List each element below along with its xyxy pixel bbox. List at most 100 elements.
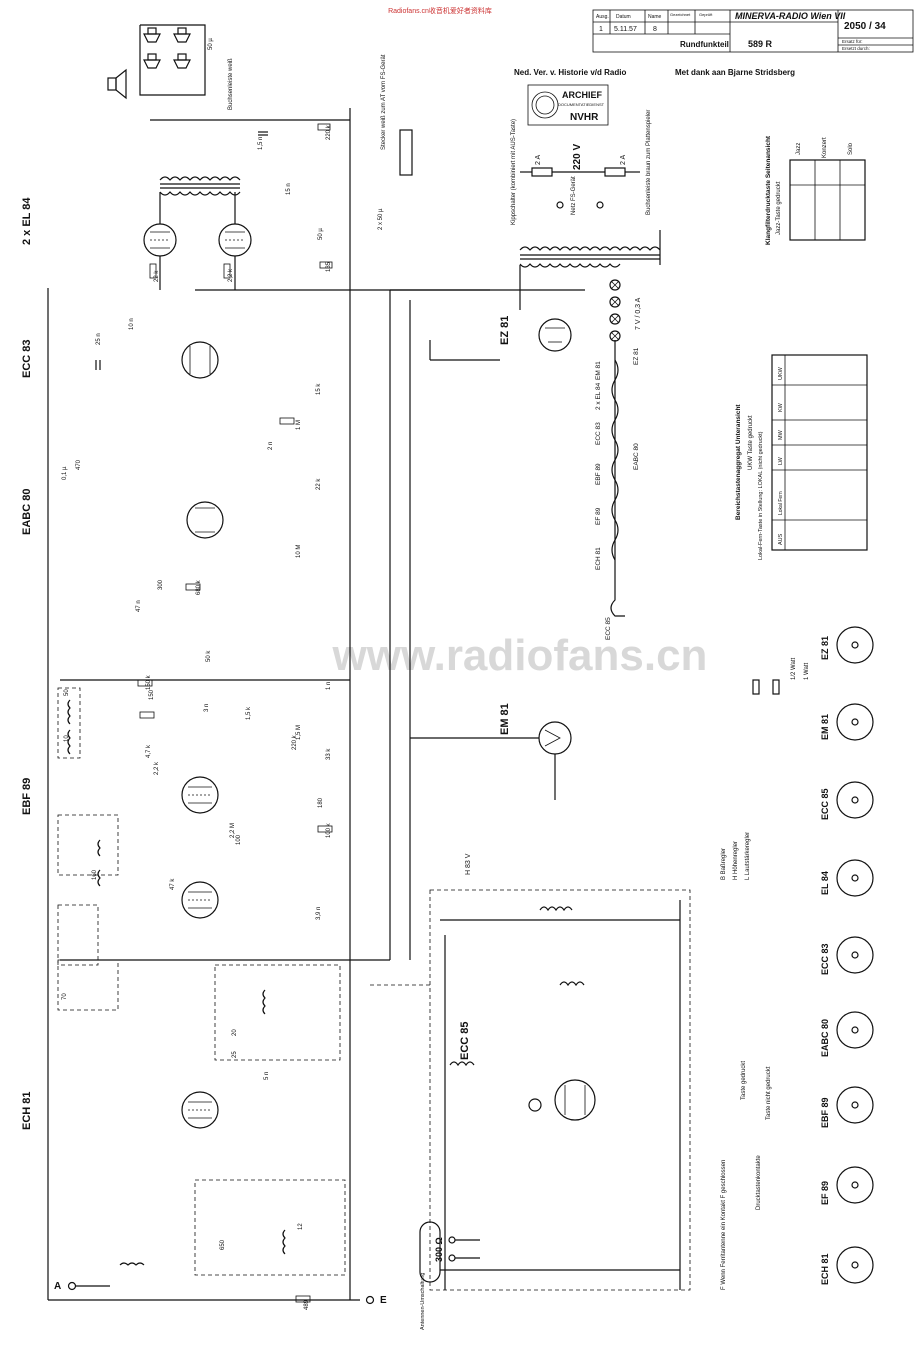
- tube-ez81: [538, 318, 572, 352]
- watt-half: 1/2 Watt: [791, 658, 797, 680]
- header-cell-datum: Datum: [616, 14, 631, 20]
- mains-fuse-right: 2 A: [620, 155, 627, 165]
- output-transformer: [159, 176, 241, 196]
- comp-22k: 22 k: [316, 478, 322, 490]
- stamp-title: ARCHIEF: [562, 90, 603, 100]
- range-legend-sub: UKW Taste gedruckt: [748, 415, 754, 470]
- power-supply: Kippschalter (kombiniert mit AUS-Taste) …: [511, 110, 661, 617]
- tube-ef89: [181, 881, 219, 919]
- plattenspieler-note: Buchsenleiste braun zum Plattenspieler: [646, 110, 652, 215]
- socket-pinouts: EZ 81 EM 81 ECC 85 EL 84 ECC 83 EABC 80: [820, 626, 874, 1285]
- range-key-ukw: UKW: [778, 366, 784, 380]
- comp-20: 20: [232, 1029, 238, 1036]
- ht-label: H 83 V: [465, 853, 472, 875]
- comp-300: 300: [158, 579, 164, 590]
- heater-rating: 7 V / 0,3 A: [635, 297, 642, 330]
- interconnects: [370, 230, 661, 986]
- comp-100k: 100 k: [326, 822, 332, 838]
- socket-ef89: EF 89: [820, 1166, 874, 1205]
- comp-2-2M: 2,2 M: [230, 823, 236, 838]
- header-cell-name: Name: [648, 14, 662, 20]
- archive-thanks: Met dank aan Bjarne Stridsberg: [675, 68, 795, 77]
- comp-10n: 10 n: [129, 318, 135, 330]
- comp-25: 25: [232, 1051, 238, 1058]
- heater-label-ef89: EF 89: [595, 507, 602, 525]
- socket-label-ech81: ECH 81: [820, 1253, 830, 1285]
- comp-33k: 33 k: [326, 748, 332, 760]
- comp-150: 150: [149, 689, 155, 700]
- range-key-lw: LW: [778, 456, 784, 465]
- out-res-22k: 22 k: [154, 270, 160, 282]
- range-key-kw: KW: [778, 402, 784, 412]
- comp-1-5M: 1,5 M: [296, 725, 302, 740]
- heater-label-em81: EM 81: [595, 361, 602, 380]
- comp-470: 470: [76, 459, 82, 470]
- heater-label-ech81: ECH 81: [595, 547, 602, 570]
- socket-ech81: ECH 81: [820, 1246, 874, 1285]
- socket-ecc83: ECC 83: [820, 936, 874, 975]
- regler-laut: L Lautstärkeregler: [745, 832, 751, 880]
- tube-label-el84: 2 x EL 84: [21, 197, 33, 245]
- socket-label-ebf89: EBF 89: [820, 1097, 830, 1128]
- comp-47k: 47 k: [170, 878, 176, 890]
- out-cap-2x50u: 2 x 50 µ: [378, 208, 384, 230]
- out-res-220k: 220 k: [326, 124, 332, 140]
- pilot-lamps: [609, 279, 621, 342]
- speaker-icon: [143, 53, 161, 69]
- comp-1M: 1 M: [296, 420, 302, 430]
- watt-one: 1 Watt: [804, 663, 810, 680]
- regler-legend: B Baßregler H Höhenregler L Lautstärkere…: [721, 832, 751, 880]
- tube-label-ecc83: ECC 83: [21, 339, 33, 378]
- band-coil-cluster: [119, 964, 346, 1276]
- earth-terminal: E: [365, 1295, 387, 1306]
- socket-label-ecc83: ECC 83: [820, 943, 830, 975]
- tube-ecc83: [181, 341, 219, 379]
- note-not-pressed: Taste nicht gedruckt: [766, 1066, 772, 1120]
- note-contacts: Drucktastenkontakte: [756, 1155, 762, 1210]
- heater-label-eabc80: EABC 80: [633, 443, 640, 470]
- comp-0-1u: 0,1 µ: [62, 466, 68, 480]
- socket-label-em81: EM 81: [820, 714, 830, 740]
- comp-15k: 15 k: [316, 383, 322, 395]
- speaker-icon: [173, 53, 191, 69]
- tube-ecc85: [554, 1079, 596, 1121]
- comp-50k: 50 k: [206, 650, 212, 662]
- header-cell-gezeichnet: Gezeichnet: [670, 12, 691, 17]
- range-key-mw: MW: [778, 429, 784, 440]
- regler-hoehe: H Höhenregler: [733, 841, 739, 880]
- notes-legend: F Wenn Ferritantenne ein Kontakt F gesch…: [721, 1061, 772, 1290]
- comp-1-5k: 1,5 k: [246, 706, 252, 720]
- mains-voltage: 220 V: [572, 144, 583, 170]
- comp-5n: 5 n: [264, 1072, 270, 1080]
- left-component-values: 10 n 25 n 470 0,1 µ 150 50 10 2,2 k 150 …: [62, 318, 333, 1310]
- comp-2-2k: 2,2 k: [154, 761, 160, 775]
- resistor-watt-legend: 1/2 Watt 1 Watt: [752, 658, 810, 695]
- speaker-icon: [173, 27, 191, 43]
- tube-labels: 2 x EL 84 ECC 83 EABC 80 EBF 89 ECH 81 E…: [21, 197, 511, 1130]
- netz-fs-note: Netz FS-Gerät: [571, 176, 577, 215]
- comp-1n: 1 n: [326, 682, 332, 690]
- company-name: MINERVA-RADIO Wien VII: [735, 11, 846, 21]
- speaker-icon: [107, 68, 127, 100]
- speaker-icon: [143, 27, 161, 43]
- tube-ebf89: [181, 776, 219, 814]
- out-cap-1-5n: 1,5 n: [258, 137, 264, 150]
- comp-160: 160: [92, 869, 98, 880]
- drawing-number: 2050 / 34: [844, 21, 886, 32]
- power-rails: [47, 108, 490, 1301]
- header-cell-ausg: Ausg.: [596, 14, 609, 20]
- heater-label-ecc85: ECC 85: [605, 617, 612, 640]
- out-res-135: 135: [326, 261, 332, 272]
- dipole-terminal: 300 Ω Antennen-Umschaltung: [419, 1221, 480, 1330]
- fm-tuner-block: H 83 V: [429, 853, 691, 1291]
- socket-ez81: EZ 81: [820, 626, 874, 664]
- ersatz-fuer: Ersatz für:: [842, 39, 863, 44]
- tube-label-ecc85: ECC 85: [459, 1021, 471, 1060]
- socket-em81: EM 81: [820, 703, 874, 741]
- sound-key-solo: Solo: [848, 142, 854, 155]
- socket-label-eabc80: EABC 80: [820, 1019, 830, 1057]
- comp-180: 180: [318, 797, 324, 808]
- tube-label-em81: EM 81: [499, 703, 511, 735]
- socket-label-ef89: EF 89: [820, 1181, 830, 1205]
- comp-650: 650: [220, 1239, 226, 1250]
